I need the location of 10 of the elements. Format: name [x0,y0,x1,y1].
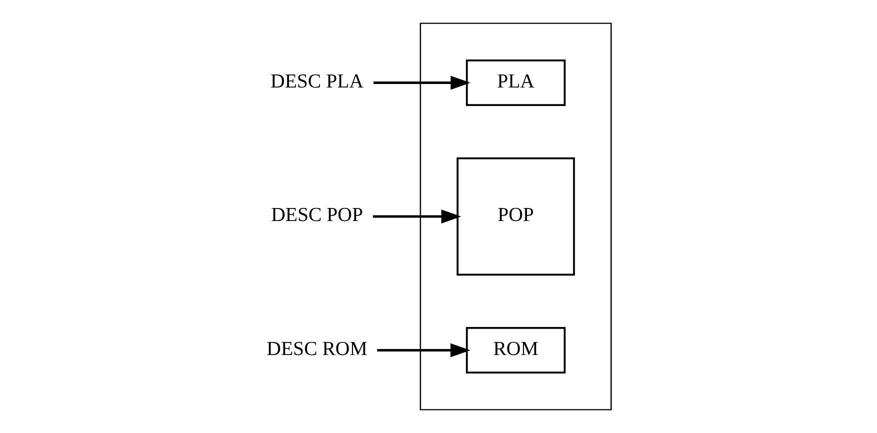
node-box: ROM [465,327,566,374]
node-text: DESC ROM [266,338,367,360]
cluster [419,22,612,410]
arrow [376,343,470,358]
node-box: PLA [465,60,566,106]
node-box: POP [456,157,574,276]
arrow [372,210,461,224]
node-text: DESC PLA [270,70,363,92]
node-text: DESC POP [270,204,362,226]
arrow [372,76,470,90]
